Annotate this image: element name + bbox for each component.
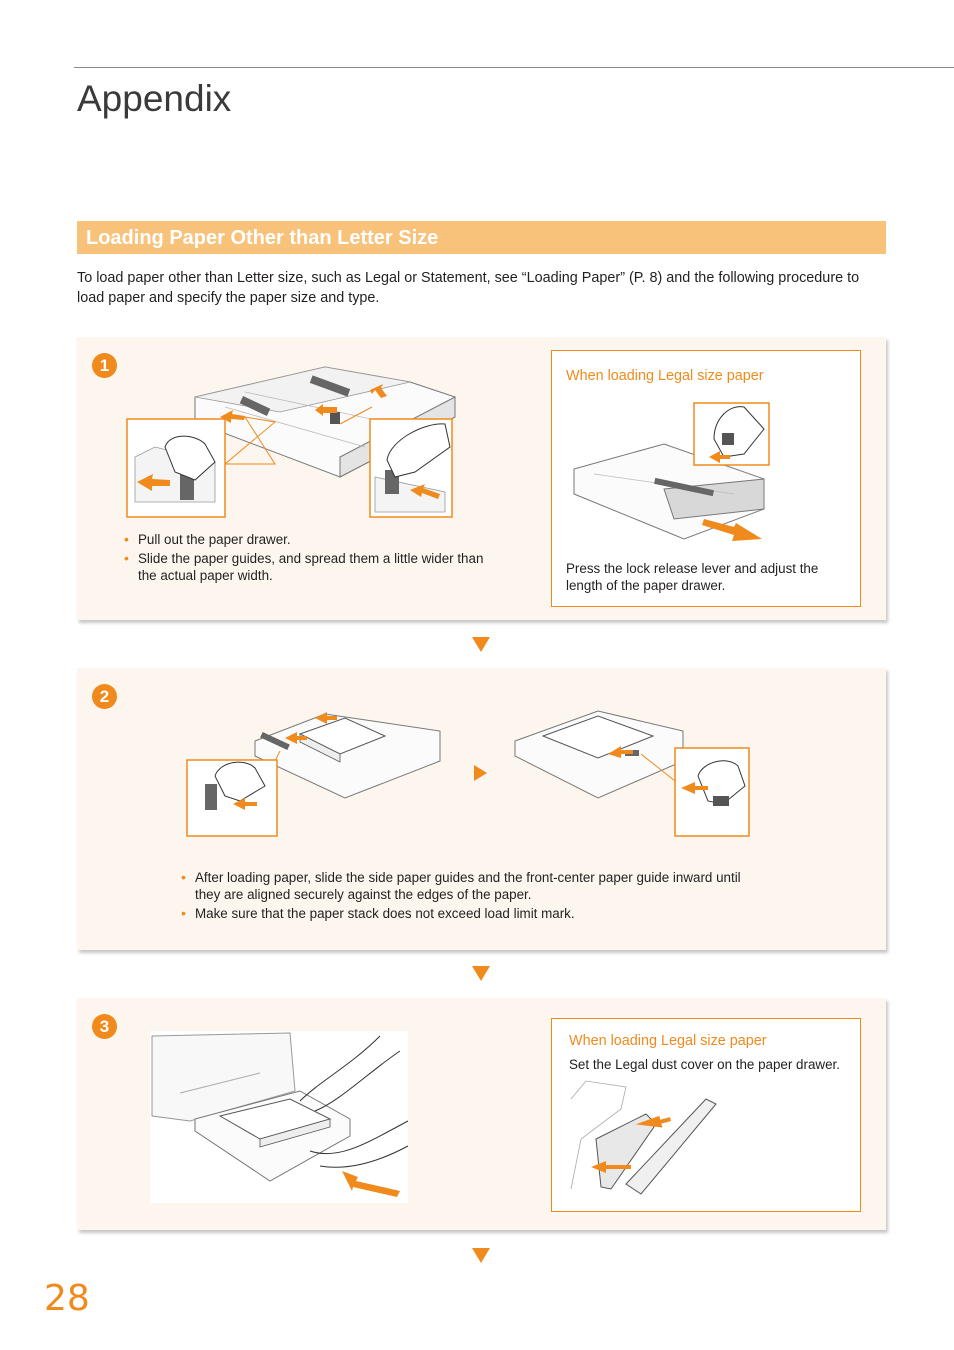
step-2-number: 2 — [92, 684, 117, 709]
next-step-arrow-icon — [472, 1248, 490, 1263]
lock-release-lever-illustration — [573, 402, 770, 541]
paper-drawer-guides-illustration — [126, 366, 456, 518]
page-title: Appendix — [77, 78, 232, 119]
section-title: Loading Paper Other than Letter Size — [86, 227, 439, 249]
list-item: Pull out the paper drawer. — [124, 531, 484, 548]
step-2-panel: 2 After loading paper, slide the side pa… — [77, 668, 886, 950]
step-1-bullets: Pull out the paper drawer. Slide the pap… — [124, 531, 484, 586]
step-1-panel: 1 Pull out the paper drawer. Slid — [77, 337, 886, 620]
section-header: Loading Paper Other than Letter Size — [77, 221, 886, 254]
next-step-arrow-icon — [472, 966, 490, 981]
legal-size-note-1: When loading Legal size paper Press the … — [551, 350, 861, 607]
list-item: Make sure that the paper stack does not … — [181, 905, 761, 922]
list-item: Slide the paper guides, and spread them … — [124, 550, 484, 584]
step-2-bullets: After loading paper, slide the side pape… — [181, 869, 761, 924]
step-3-panel: 3 When loading Legal size paper Set the … — [77, 998, 886, 1230]
guides-aligned-illustration — [514, 710, 750, 837]
legal-dust-cover-illustration — [570, 1080, 717, 1195]
note-text: Press the lock release lever and adjust … — [566, 561, 819, 593]
next-step-arrow-icon — [472, 637, 490, 652]
step-1-number: 1 — [92, 353, 117, 378]
intro-paragraph: To load paper other than Letter size, su… — [77, 270, 860, 306]
list-item: After loading paper, slide the side pape… — [181, 869, 761, 903]
substep-arrow-icon — [474, 765, 487, 781]
legal-size-note-3: When loading Legal size paper Set the Le… — [551, 1018, 861, 1212]
page-number: 28 — [44, 1278, 90, 1319]
note-title: When loading Legal size paper — [566, 368, 764, 384]
note-text: Set the Legal dust cover on the paper dr… — [569, 1057, 840, 1072]
step-3-number: 3 — [92, 1014, 117, 1039]
insert-drawer-illustration — [150, 1031, 408, 1203]
paper-loaded-drawer-illustration — [186, 712, 441, 837]
top-rule — [74, 67, 954, 68]
note-title: When loading Legal size paper — [569, 1033, 767, 1049]
